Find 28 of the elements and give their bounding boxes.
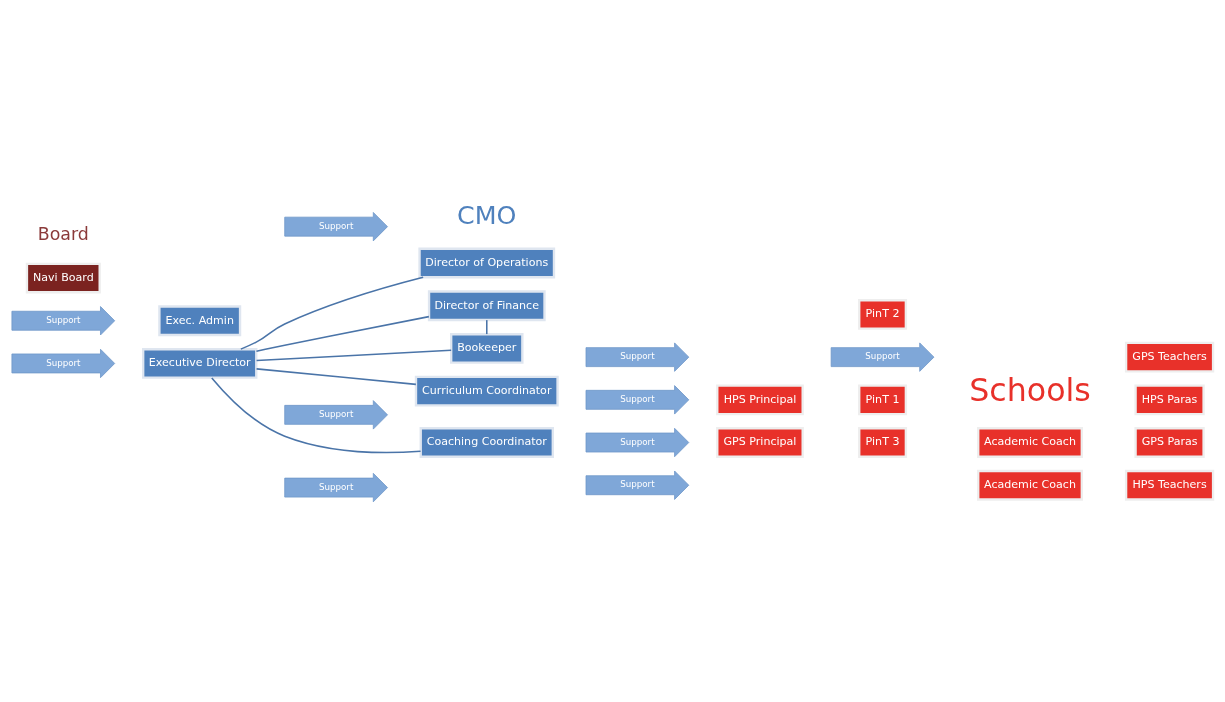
connector <box>211 377 422 454</box>
node-box: Academic Coach <box>977 427 1083 458</box>
connector <box>255 368 417 386</box>
node-box: GPS Principal <box>716 427 804 458</box>
node-box: GPS Paras <box>1134 427 1205 458</box>
node-box: HPS Teachers <box>1124 469 1215 501</box>
node-box: HPS Principal <box>716 384 804 416</box>
node-box: Coaching Coordinator <box>419 427 554 458</box>
connector <box>240 276 424 350</box>
label: Board <box>37 223 89 244</box>
node-box: Navi Board <box>25 262 101 294</box>
connector <box>485 319 488 335</box>
node-box: PinT 2 <box>858 299 908 330</box>
node-box: Director of Operations <box>418 247 556 279</box>
label: CMO <box>457 200 517 230</box>
node-box: Bookeeper <box>450 333 524 364</box>
node-box: PinT 3 <box>858 427 908 458</box>
node-box: Academic Coach <box>977 469 1083 501</box>
node-box: Executive Director <box>142 348 258 379</box>
node-box: Exec. Admin <box>158 305 242 337</box>
node-box: HPS Paras <box>1134 384 1205 416</box>
node-box: PinT 1 <box>858 384 908 416</box>
node-box: Curriculum Coordinator <box>414 375 559 407</box>
node-box: GPS Teachers <box>1124 341 1215 373</box>
label: Schools <box>969 372 1091 409</box>
connector <box>255 315 430 353</box>
connector <box>255 349 452 362</box>
node-box: Director of Finance <box>427 290 546 322</box>
